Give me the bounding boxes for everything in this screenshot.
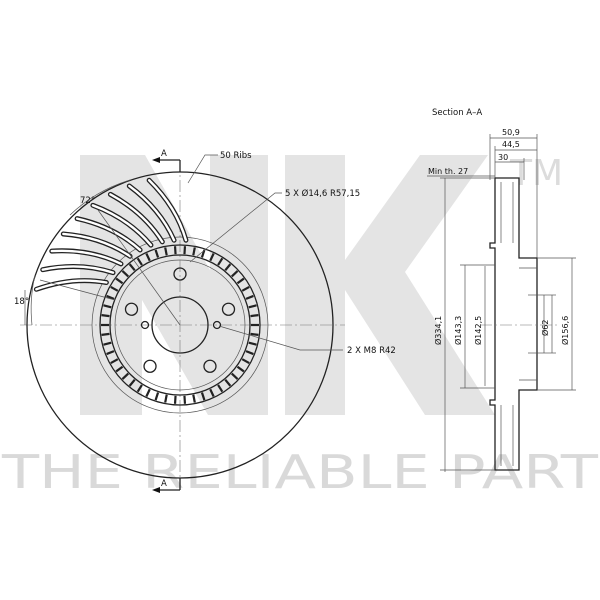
- vent-slot: [236, 365, 245, 373]
- vent-slot: [241, 285, 250, 292]
- vent-slot: [110, 358, 119, 365]
- vent-slot: [145, 253, 151, 262]
- dia-hub-label: Ø62: [540, 320, 550, 336]
- min-thickness-label: Min th. 27: [428, 167, 468, 176]
- ribs-label: 50 Ribs: [220, 151, 252, 161]
- vent-slot: [231, 270, 239, 278]
- vent-slot: [217, 257, 224, 266]
- vent-slot: [192, 394, 196, 403]
- dim-width-44: 44,5: [502, 140, 520, 149]
- bolt-hole: [221, 302, 236, 316]
- vent-slot: [224, 379, 232, 387]
- dim-width-30: 30: [498, 153, 508, 162]
- vent-slot: [115, 365, 124, 373]
- vent-slot: [164, 394, 168, 403]
- vent-slot: [231, 372, 239, 380]
- section-view: Section A–A 50,9 44,5 30 Min th. 27 Ø334…: [427, 108, 576, 472]
- vent-slot: [200, 249, 206, 258]
- vent-slot: [101, 314, 110, 318]
- vent-slot: [200, 392, 206, 401]
- threaded-hole-left: [140, 320, 150, 330]
- dia-142-label: Ø142,5: [473, 316, 483, 345]
- bolt-hole: [203, 359, 217, 373]
- front-view: A A 50 Ribs 5 X Ø14,6 R57,15 2 X M8 R42 …: [14, 149, 396, 493]
- vent-slot: [248, 304, 257, 309]
- vent-slot: [121, 270, 129, 278]
- vent-slot: [128, 379, 136, 387]
- vent-slot: [110, 285, 119, 292]
- bolt-hole: [173, 267, 187, 281]
- vent-slot: [236, 277, 245, 285]
- dia-143-label: Ø143,3: [453, 316, 463, 345]
- vent-slot: [115, 277, 124, 285]
- section-vent-lines: [500, 182, 514, 466]
- section-marker-top: A: [161, 149, 167, 159]
- vent-slot: [103, 341, 112, 346]
- cooling-rib: [50, 249, 123, 266]
- vent-slot: [128, 263, 136, 271]
- bolt-hole: [124, 302, 139, 316]
- vent-slot: [136, 384, 143, 393]
- vent-slot: [164, 247, 168, 256]
- vent-slot: [209, 253, 215, 262]
- vent-slot: [250, 332, 259, 336]
- vent-slot: [101, 332, 110, 336]
- bolt-hole: [143, 359, 157, 373]
- cooling-rib: [147, 179, 188, 242]
- cooling-rib: [75, 217, 142, 252]
- vent-slot: [245, 294, 254, 300]
- vent-slot: [173, 246, 177, 255]
- trademark-mark: TM: [509, 153, 563, 194]
- threaded-holes-label: 2 X M8 R42: [347, 346, 396, 356]
- bolt-holes-label: 5 X Ø14,6 R57,15: [285, 188, 360, 199]
- angle-18-label: 18°: [14, 297, 29, 307]
- vent-slot: [173, 395, 177, 404]
- vent-slot: [136, 257, 143, 266]
- dia-outer-label: Ø334,1: [433, 316, 443, 345]
- disc-profile-outline: [489, 177, 538, 471]
- dim-width-total: 50,9: [502, 128, 520, 137]
- angle-72-label: 72°: [80, 196, 95, 206]
- cooling-rib: [41, 265, 115, 274]
- threaded-hole-right: [212, 320, 222, 330]
- vent-slot: [217, 384, 224, 393]
- vent-slot: [106, 350, 115, 356]
- cooling-rib: [109, 193, 164, 244]
- vent-slot: [245, 350, 254, 356]
- vent-slot: [241, 358, 250, 365]
- cooling-rib: [91, 204, 153, 247]
- cooling-rib: [62, 232, 132, 258]
- cooling-rib: [35, 279, 108, 291]
- vent-slot: [145, 388, 151, 397]
- vent-slot: [121, 372, 129, 380]
- section-title: Section A–A: [432, 108, 482, 118]
- vent-slots: [101, 246, 259, 404]
- vent-slot: [248, 341, 257, 346]
- bolt-holes: [124, 267, 236, 373]
- vent-slot: [183, 246, 187, 255]
- dia-hat-label: Ø156,6: [560, 316, 570, 345]
- vent-slot: [103, 304, 112, 309]
- slogan-watermark: THE RELIABLE PART: [1, 445, 599, 499]
- section-marker-bottom: A: [161, 479, 167, 489]
- cooling-rib: [128, 184, 176, 242]
- vent-slot: [192, 247, 196, 256]
- vent-slot: [224, 263, 232, 271]
- cooling-ribs: [33, 177, 189, 292]
- vent-slot: [209, 388, 215, 397]
- vent-slot: [154, 392, 160, 401]
- vent-slot: [250, 314, 259, 318]
- hub-bore: [151, 296, 209, 354]
- vent-slot: [106, 294, 115, 300]
- vent-slot: [183, 395, 187, 404]
- vent-slot: [154, 249, 160, 258]
